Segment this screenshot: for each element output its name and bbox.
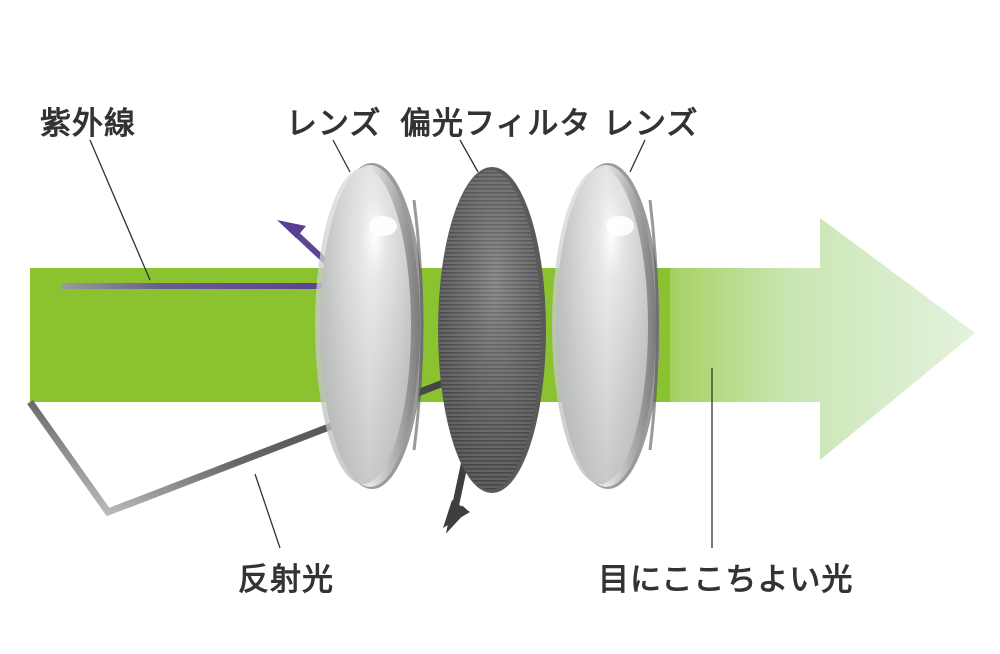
leader-lens-right bbox=[629, 139, 646, 173]
leader-lens-left bbox=[332, 139, 351, 173]
leader-filter bbox=[459, 139, 479, 173]
uv-ray-tip bbox=[277, 220, 306, 238]
reflected-ray-tip bbox=[443, 500, 470, 528]
leader-reflected bbox=[254, 473, 281, 549]
label-polarizing-filter: 偏光フィルタ bbox=[400, 106, 592, 142]
label-lens-left: レンズ bbox=[286, 106, 382, 142]
label-comfortable-light: 目にここちよい光 bbox=[598, 562, 854, 598]
label-lens-right: レンズ bbox=[603, 106, 699, 142]
label-uv: 紫外線 bbox=[40, 106, 136, 142]
output-arrow bbox=[640, 218, 975, 460]
label-reflected-light: 反射光 bbox=[238, 562, 334, 598]
leader-uv bbox=[89, 139, 151, 281]
lens-right bbox=[552, 163, 660, 489]
polarizing-filter bbox=[438, 167, 546, 493]
lens-left bbox=[315, 163, 424, 489]
